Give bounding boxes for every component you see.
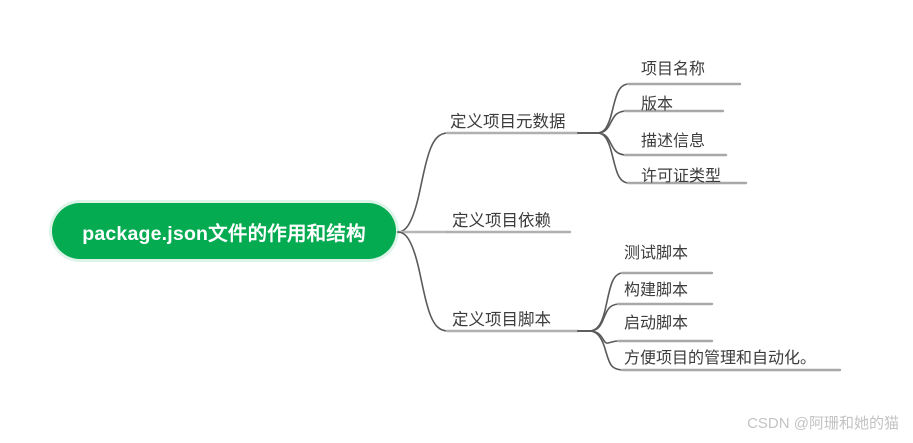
edge-branch-1-to-leaf-2: [577, 110, 626, 134]
leaf-label-1-1: 项目名称: [641, 61, 706, 78]
leaf-label-3-3: 启动脚本: [624, 315, 689, 332]
branch-node-define-project-dependencies[interactable]: 定义项目依赖: [452, 213, 551, 230]
leaf-label-1-2: 版本: [641, 96, 674, 113]
leaf-node-test-script[interactable]: 测试脚本: [624, 246, 688, 262]
leaf-node-project-name[interactable]: 项目名称: [641, 62, 705, 78]
edge-branch-3-to-leaf-1: [577, 272, 623, 332]
leaf-node-start-script[interactable]: 启动脚本: [624, 316, 688, 332]
edge-root-to-branch-1: [397, 132, 448, 233]
edge-branch-3-to-leaf-2: [577, 303, 619, 332]
edge-root-to-branch-3: [397, 231, 448, 332]
leaf-label-1-3: 描述信息: [641, 133, 706, 150]
root-node-label: package.json文件的作用和结构: [82, 222, 366, 245]
branch-node-define-project-metadata[interactable]: 定义项目元数据: [450, 114, 566, 131]
edge-branch-3-to-leaf-3: [577, 330, 619, 344]
edge-branch-3-to-leaf-4: [577, 330, 623, 371]
branch-label-1: 定义项目元数据: [450, 113, 566, 131]
branch-node-define-project-scripts[interactable]: 定义项目脚本: [452, 312, 551, 329]
leaf-label-1-4: 许可证类型: [641, 168, 722, 185]
root-node[interactable]: package.json文件的作用和结构: [52, 203, 396, 259]
leaf-label-3-4: 方便项目的管理和自动化。: [624, 350, 817, 367]
branch-label-2: 定义项目依赖: [452, 212, 551, 230]
watermark: CSDN @阿珊和她的猫: [747, 415, 899, 432]
edge-branch-1-to-leaf-4: [577, 132, 629, 184]
leaf-label-3-2: 构建脚本: [624, 282, 689, 299]
leaf-node-build-script[interactable]: 构建脚本: [624, 283, 688, 299]
edge-branch-1-to-leaf-1: [577, 83, 629, 134]
leaf-node-description[interactable]: 描述信息: [641, 134, 705, 150]
leaf-node-license-type[interactable]: 许可证类型: [641, 169, 721, 185]
edge-branch-1-to-leaf-3: [577, 132, 626, 156]
branch-label-3: 定义项目脚本: [452, 311, 551, 329]
leaf-node-version[interactable]: 版本: [641, 97, 673, 113]
leaf-label-3-1: 测试脚本: [624, 245, 689, 262]
leaf-node-convenient-management[interactable]: 方便项目的管理和自动化。: [624, 351, 816, 367]
